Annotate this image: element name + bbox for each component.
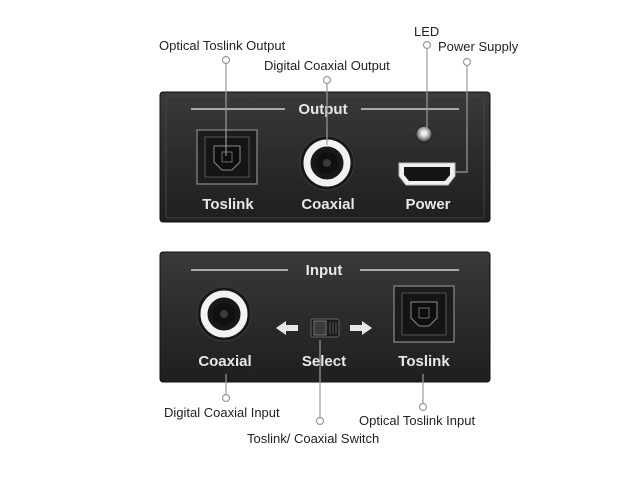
toslink-output-port bbox=[196, 129, 258, 185]
callout-power-supply: Power Supply bbox=[438, 39, 519, 54]
leader-dot-toslink-coaxial-switch bbox=[315, 416, 325, 426]
callout-digital-coaxial-output: Digital Coaxial Output bbox=[264, 58, 390, 73]
leader-dot-led bbox=[422, 40, 432, 50]
callout-optical-toslink-output: Optical Toslink Output bbox=[159, 38, 286, 53]
select-switch-group bbox=[276, 318, 372, 338]
leader-dot-optical-toslink-input bbox=[418, 402, 428, 412]
coaxial-input-port bbox=[196, 286, 252, 342]
output-power-label: Power bbox=[405, 196, 450, 213]
input-select-label: Select bbox=[302, 353, 346, 370]
coaxial-input-ring bbox=[200, 290, 248, 338]
output-panel-title: Output bbox=[298, 101, 347, 118]
leader-dot-power-supply bbox=[462, 57, 472, 67]
input-coaxial-label: Coaxial bbox=[198, 353, 251, 370]
toslink-input-inner bbox=[418, 307, 430, 319]
leader-dot-optical-toslink-output bbox=[221, 55, 231, 65]
callout-optical-toslink-input: Optical Toslink Input bbox=[359, 413, 476, 428]
callout-toslink-coaxial-switch: Toslink/ Coaxial Switch bbox=[247, 431, 380, 446]
select-switch-knob bbox=[313, 320, 327, 336]
input-panel: Input Coaxial Select Toslink bbox=[159, 251, 491, 383]
output-coaxial-label: Coaxial bbox=[301, 196, 354, 213]
input-toslink-label: Toslink bbox=[398, 353, 450, 370]
coaxial-input-pin bbox=[220, 310, 228, 318]
output-panel: Output Toslink Coaxial Power bbox=[159, 91, 491, 223]
output-toslink-label: Toslink bbox=[202, 196, 254, 213]
led-indicator bbox=[415, 125, 433, 143]
power-port bbox=[398, 162, 456, 186]
leader-power-supply bbox=[455, 62, 468, 173]
leader-lines bbox=[221, 40, 472, 426]
output-panel-bezel bbox=[165, 95, 485, 219]
coaxial-output-pin bbox=[323, 159, 331, 167]
callout-digital-coaxial-input: Digital Coaxial Input bbox=[164, 405, 280, 420]
toslink-input-opening bbox=[410, 301, 438, 327]
input-panel-body bbox=[159, 251, 491, 383]
leader-dot-digital-coaxial-output bbox=[322, 75, 332, 85]
power-port-opening bbox=[404, 167, 450, 181]
arrow-left-icon bbox=[276, 321, 298, 335]
toslink-input-port bbox=[393, 285, 455, 343]
arrow-right-icon bbox=[350, 321, 372, 335]
leader-dot-digital-coaxial-input bbox=[221, 393, 231, 403]
input-panel-title: Input bbox=[306, 262, 343, 279]
toslink-output-inner bbox=[221, 151, 233, 163]
callout-led: LED bbox=[414, 24, 440, 39]
toslink-output-opening bbox=[213, 145, 241, 171]
